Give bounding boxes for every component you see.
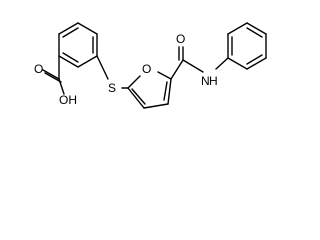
bond [246,22,267,35]
bond [77,55,98,68]
bond [58,55,79,68]
sulfur-label: S [108,81,116,95]
bond [127,87,145,109]
bond [44,72,62,83]
carbonyl-oxygen-amide-label: O [176,32,185,46]
bond [170,59,184,80]
bond [227,57,248,70]
furan-oxygen-label: O [142,62,151,76]
bonds [42,22,267,109]
amide-nitrogen-label: N [201,74,210,88]
bond [62,52,79,63]
bond [246,27,263,38]
bond [157,71,172,80]
bond [96,55,109,80]
bond [246,54,263,65]
bond [227,22,248,35]
bond [131,88,146,105]
chemical-structure: O OH S O O N H [34,22,267,109]
bond [143,103,169,109]
bond [62,27,79,38]
bond [163,81,168,101]
carbonyl-oxygen-acid-label: O [34,62,43,76]
bond [58,78,65,95]
bond [58,22,79,35]
bond [127,75,141,89]
amide-hydrogen-label: H [209,74,218,88]
bond [182,59,204,73]
bond [167,78,172,105]
bond [77,22,98,35]
hydroxyl-label: OH [59,93,77,107]
atom-labels: O OH S O O N H [34,32,218,107]
bond [246,57,267,70]
bond [42,69,60,80]
bond [215,57,229,70]
